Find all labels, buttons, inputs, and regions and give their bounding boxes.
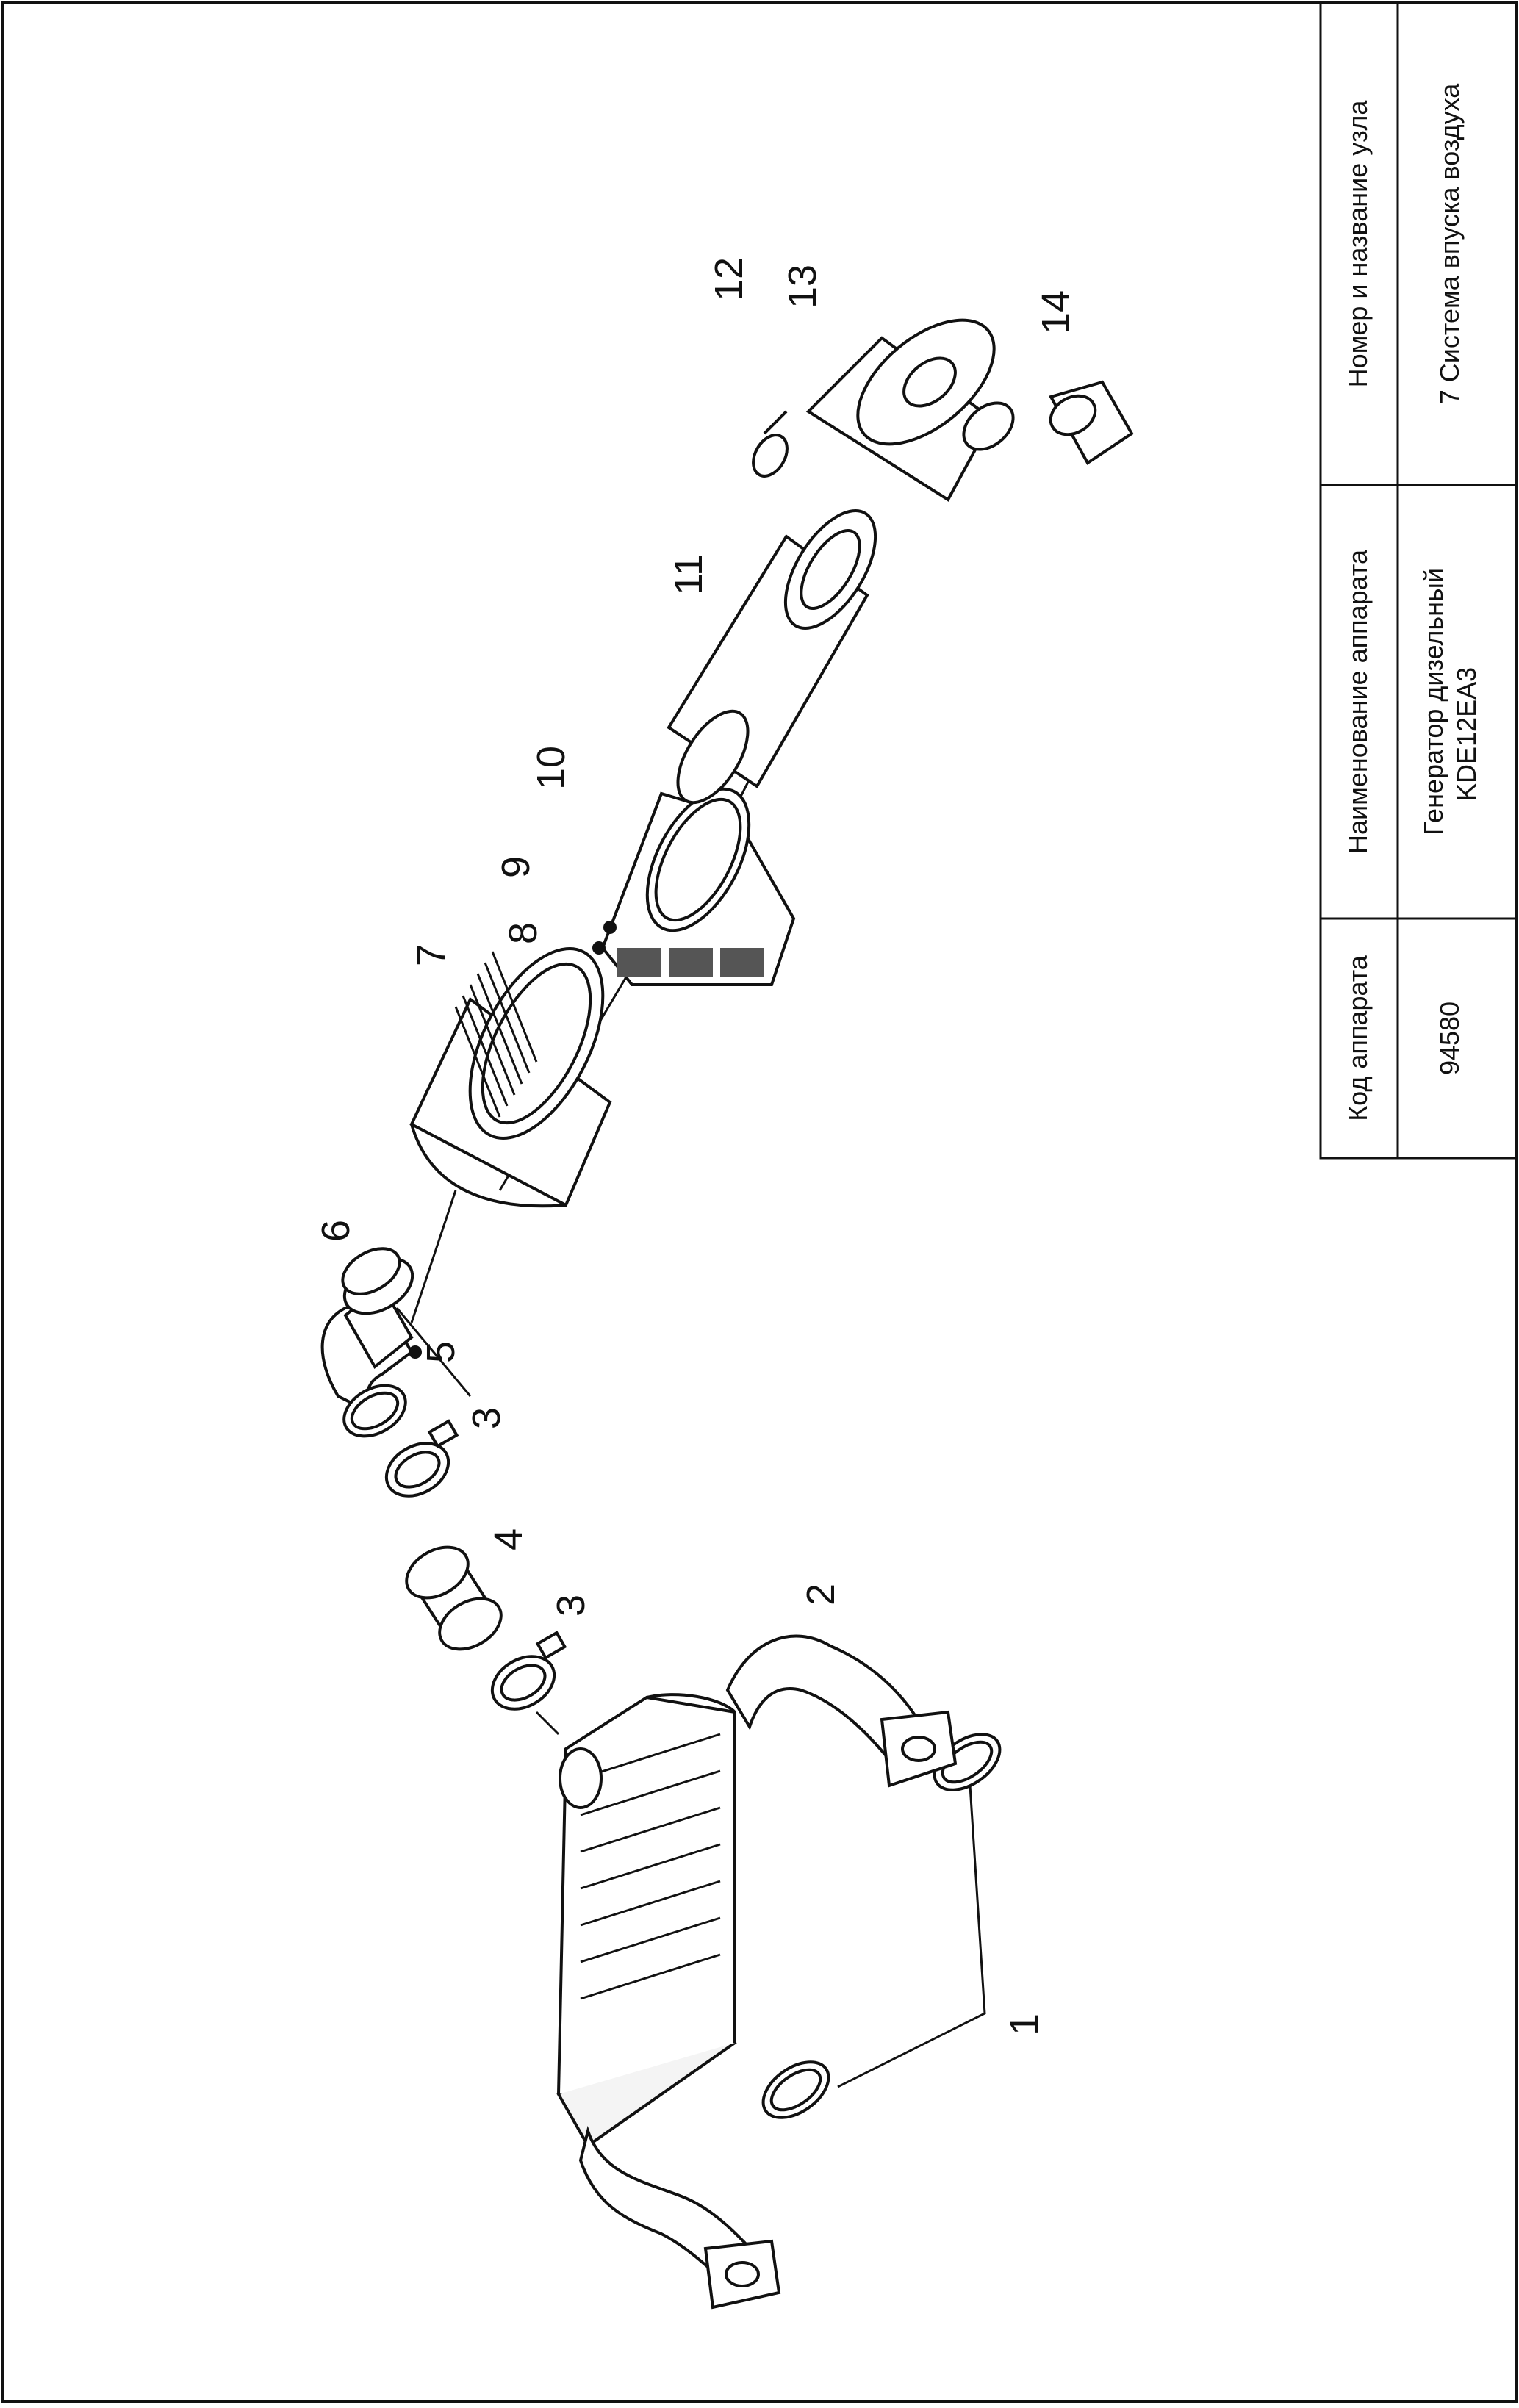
- part-12-clip: 12: [707, 257, 789, 478]
- part-11-filter-element: 11: [667, 509, 877, 805]
- part-10-bracket: 10: [529, 746, 796, 986]
- callout-7: 7: [409, 944, 453, 966]
- callout-9: 9: [494, 856, 538, 878]
- callout-8: 8: [501, 922, 545, 944]
- value-device-code: 94580: [1434, 1002, 1465, 1075]
- title-block: Код аппарата Наименование аппарата Номер…: [1319, 1, 1518, 1160]
- callout-13: 13: [780, 265, 825, 309]
- callout-4: 4: [486, 1528, 531, 1550]
- callout-11: 11: [667, 554, 711, 595]
- part-6-elbow: 6: [314, 1220, 414, 1438]
- header-device-name: Наименование аппарата: [1343, 549, 1373, 854]
- callout-12: 12: [707, 257, 751, 301]
- header-device-code: Код аппарата: [1343, 955, 1373, 1121]
- part-8-washer: 8: [501, 922, 606, 955]
- value-device-name-line2: KDE12EA3: [1451, 667, 1482, 801]
- callout-3a: 3: [549, 1595, 593, 1617]
- part-3-clamp-upper: 3: [384, 1407, 509, 1498]
- callout-1: 1: [1002, 2013, 1046, 2035]
- callout-2: 2: [799, 1584, 843, 1606]
- part-4-hose: 4: [405, 1528, 531, 1651]
- part-2-manifold: 2: [556, 1584, 958, 2310]
- value-node-name: 7 Система впуска воздуха: [1434, 83, 1465, 404]
- callout-3b: 3: [464, 1407, 509, 1429]
- callout-5: 5: [419, 1341, 463, 1363]
- part-5-bolt: 5: [409, 1341, 463, 1363]
- part-14-dust-valve: 14: [1034, 290, 1134, 465]
- callout-6: 6: [314, 1220, 358, 1242]
- part-1-gaskets: [761, 1733, 1002, 2119]
- header-node-name: Номер и название узла: [1343, 100, 1373, 388]
- part-9-bolt: 9: [494, 856, 617, 934]
- part-13-housing-cover: 13: [780, 265, 1015, 502]
- part-7-inlet-hood: 7: [409, 944, 612, 1208]
- parts: 2 3 4 3: [314, 257, 1134, 2310]
- callout-10: 10: [529, 746, 573, 790]
- callout-14: 14: [1034, 290, 1078, 334]
- value-device-name-line1: Генератор дизельный: [1418, 568, 1448, 835]
- part-3-clamp-lower: 3: [490, 1595, 593, 1711]
